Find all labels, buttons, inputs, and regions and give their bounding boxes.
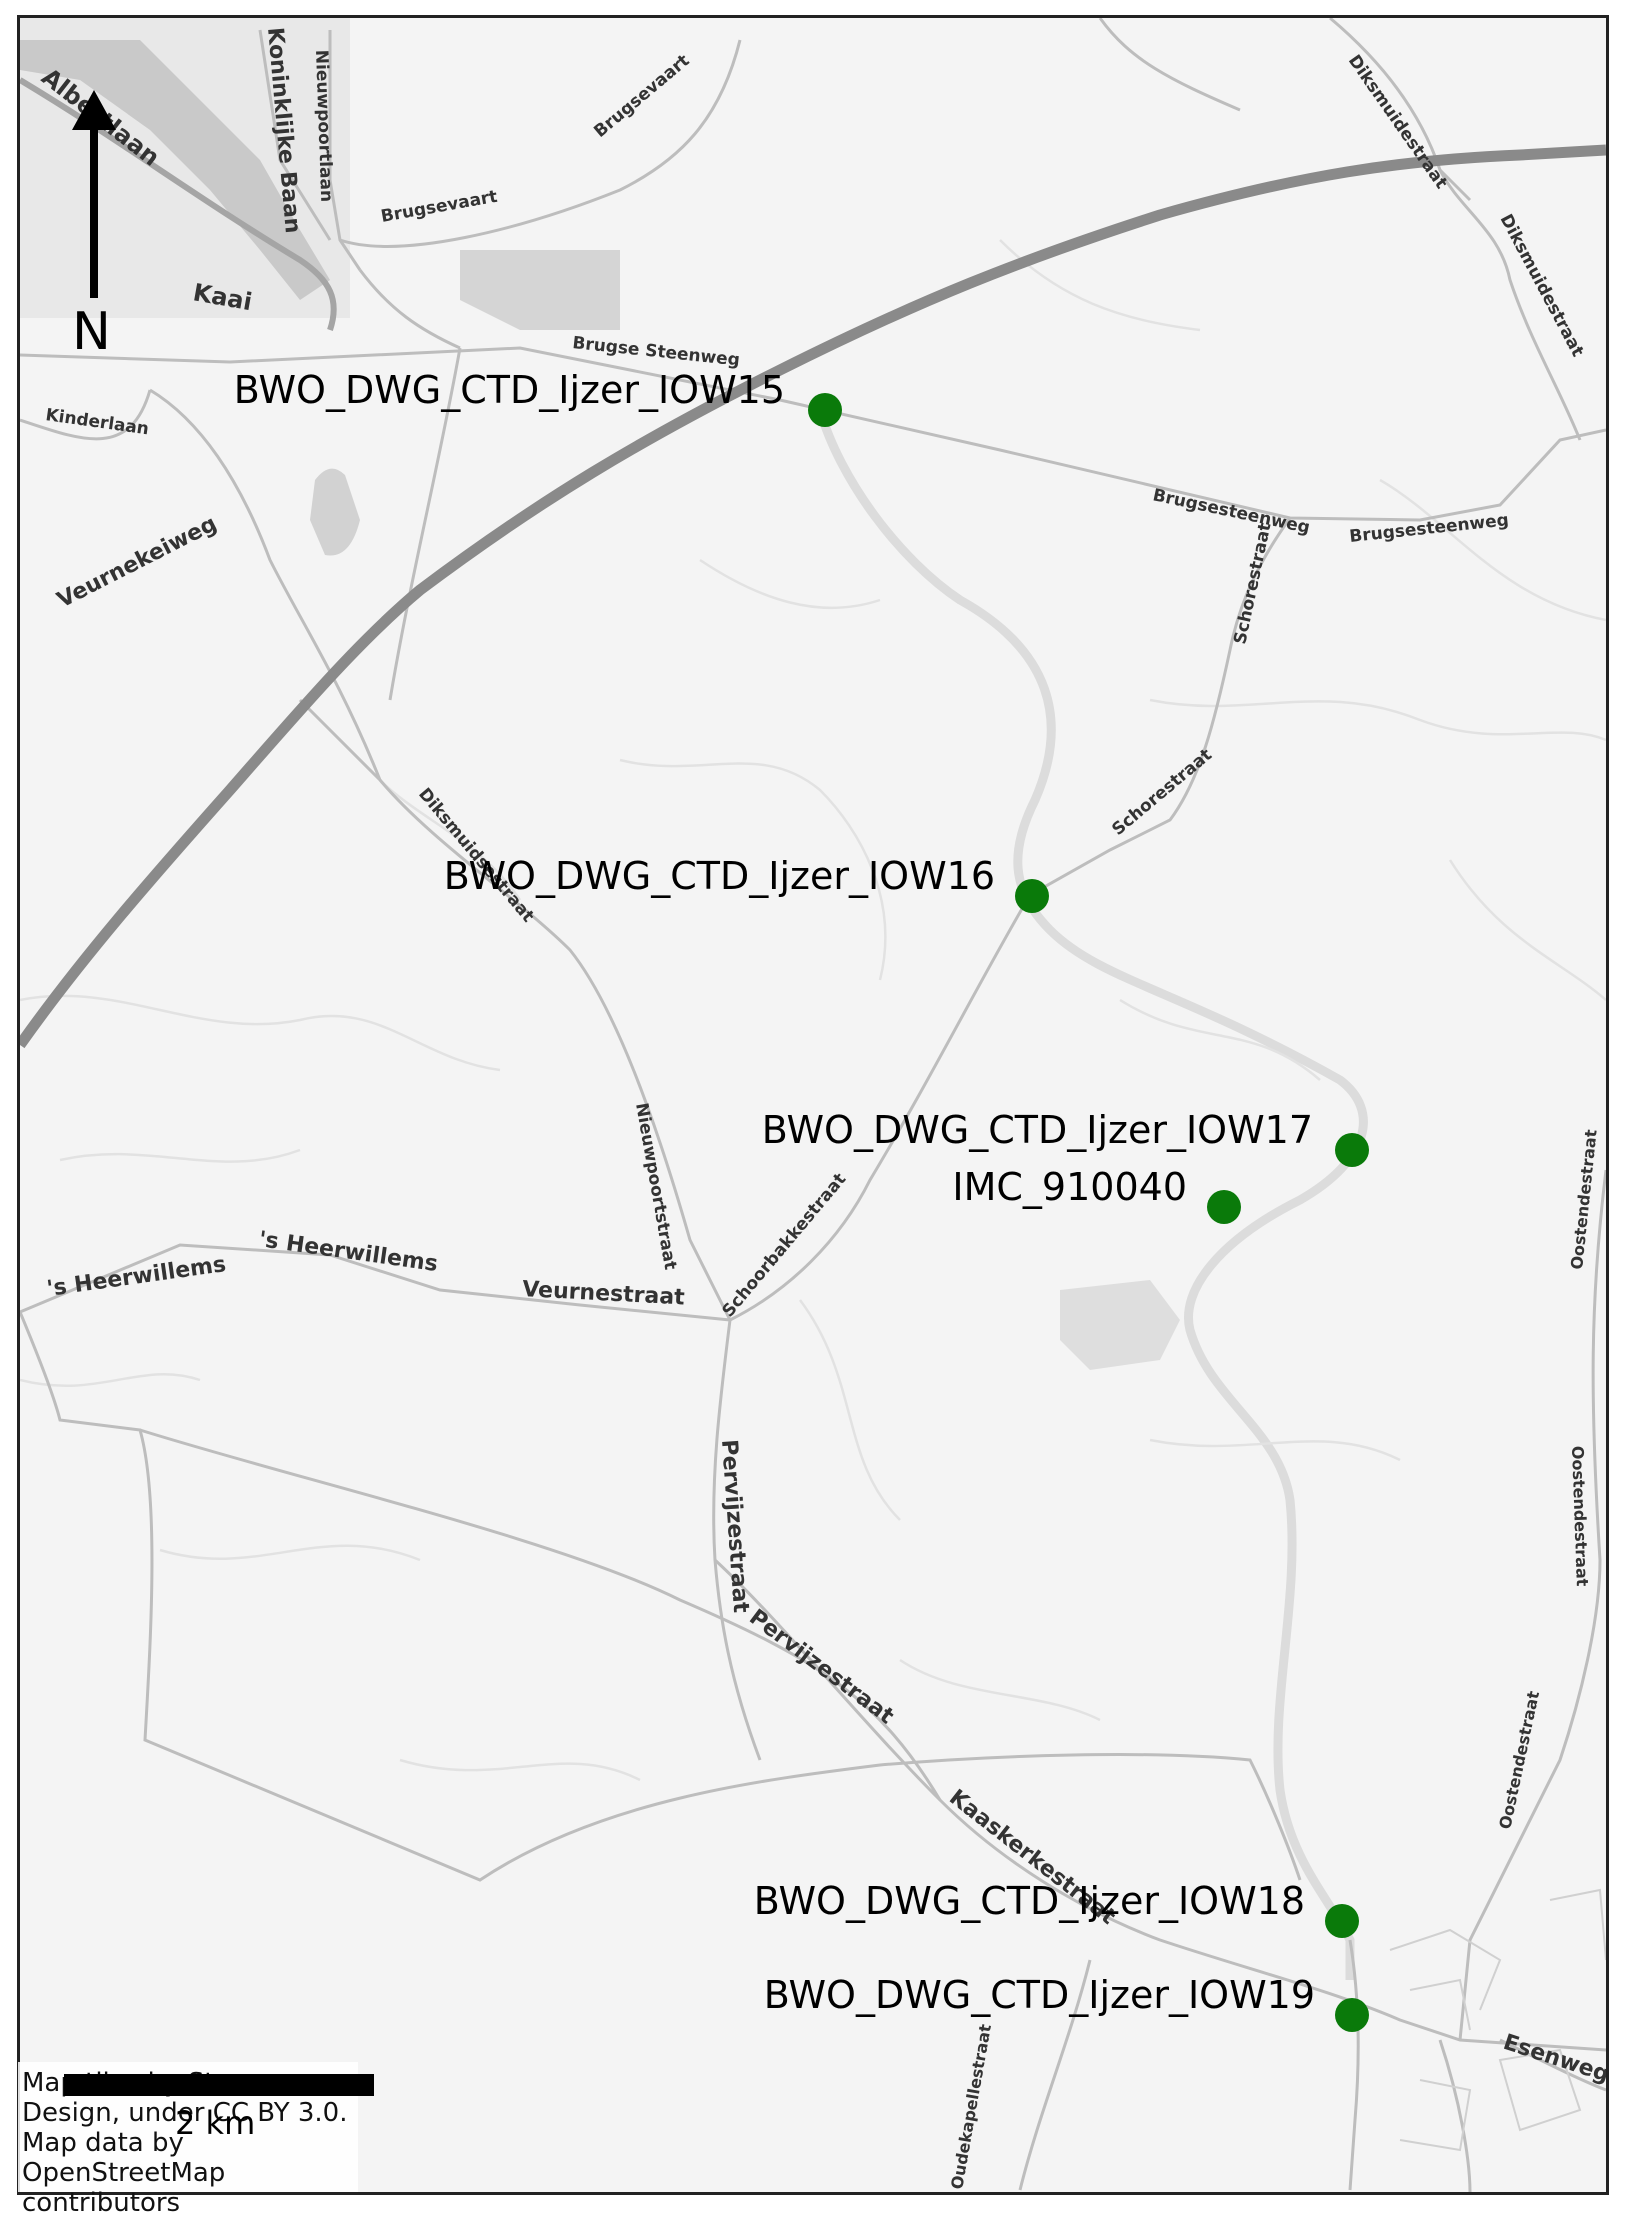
north-label: N bbox=[72, 302, 111, 362]
minor-tracks bbox=[20, 239, 1606, 1782]
site-label: IMC_910040 bbox=[952, 1165, 1187, 1209]
road-label: Esenweg bbox=[1500, 2030, 1612, 2088]
site-label: BWO_DWG_CTD_Ijzer_IOW16 bbox=[444, 854, 995, 898]
site-label: BWO_DWG_CTD_Ijzer_IOW19 bbox=[764, 1973, 1315, 2017]
road-label: Schorestraat bbox=[1108, 745, 1216, 840]
road-label: Brugsevaart bbox=[590, 51, 693, 142]
road-label: Oudekapellestraat bbox=[947, 2022, 995, 2190]
site-marker[interactable] bbox=[1335, 1133, 1369, 1167]
lake bbox=[310, 468, 360, 556]
road-label: Schoorbakkestraat bbox=[719, 1170, 851, 1322]
site-label: BWO_DWG_CTD_Ijzer_IOW17 bbox=[762, 1108, 1313, 1152]
site-label: BWO_DWG_CTD_Ijzer_IOW18 bbox=[754, 1879, 1305, 1923]
road-label: 's Heerwillems bbox=[257, 1227, 439, 1277]
road-label: Oostendestraat bbox=[1568, 1445, 1592, 1587]
north-arrow-icon bbox=[72, 90, 116, 298]
site-marker[interactable] bbox=[1335, 1998, 1369, 2032]
site-marker[interactable] bbox=[808, 393, 842, 427]
road-label: Veurnestraat bbox=[522, 1277, 686, 1310]
site-label: BWO_DWG_CTD_Ijzer_IOW15 bbox=[234, 368, 785, 412]
river-ijzer bbox=[815, 408, 1368, 1980]
site-marker[interactable] bbox=[1325, 1904, 1359, 1938]
road-label: Pervijzestraat bbox=[744, 1605, 898, 1730]
road-label: 's Heerwillems bbox=[45, 1252, 227, 1302]
canal-dock bbox=[20, 40, 330, 300]
road-label: Brugse Steenweg bbox=[571, 333, 740, 370]
map-frame bbox=[17, 15, 1609, 2195]
site-marker[interactable] bbox=[1015, 879, 1049, 913]
minor-roads bbox=[20, 18, 1606, 2192]
site-marker[interactable] bbox=[1207, 1190, 1241, 1224]
scale-label: 2 km bbox=[175, 2104, 256, 2142]
industrial-area bbox=[460, 250, 620, 330]
road-label: Oostendestraat bbox=[1567, 1128, 1601, 1270]
quarry-area bbox=[1060, 1280, 1180, 1370]
road-label: Pervijzestraat bbox=[716, 1439, 753, 1615]
road-label: Brugsevaart bbox=[379, 187, 498, 227]
town-blocks bbox=[1389, 1888, 1606, 2152]
road-label: Brugsesteenweg bbox=[1151, 485, 1312, 538]
site-markers: BWO_DWG_CTD_Ijzer_IOW15BWO_DWG_CTD_Ijzer… bbox=[234, 368, 1369, 2032]
motorway-a18 bbox=[20, 144, 1606, 1049]
road-label: Veurnekeiweg bbox=[53, 511, 221, 613]
scale-bar bbox=[64, 2074, 374, 2096]
road-label: Schorestraat bbox=[1230, 521, 1275, 646]
road-label: Diksmuidestraat bbox=[1496, 211, 1588, 360]
